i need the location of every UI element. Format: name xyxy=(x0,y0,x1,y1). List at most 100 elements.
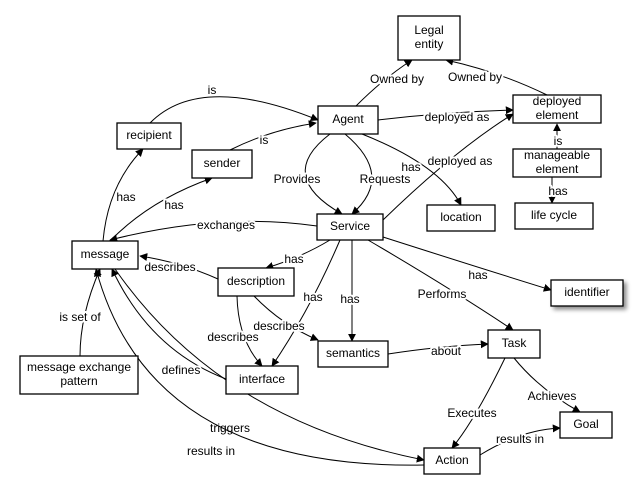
node-sender[interactable]: sender xyxy=(191,149,253,179)
node-identifier[interactable]: identifier xyxy=(550,279,624,307)
edge-line xyxy=(304,133,343,215)
edge-label: describes xyxy=(253,319,304,333)
edge-label: describes xyxy=(144,260,195,274)
edge-line xyxy=(382,113,514,221)
node-action[interactable]: Action xyxy=(423,447,481,475)
edge-label: results in xyxy=(187,444,235,458)
edge-label: describes xyxy=(207,330,258,344)
node-goal[interactable]: Goal xyxy=(559,411,613,439)
node-label: description xyxy=(227,274,285,288)
edge-service-performs-task: Performs xyxy=(367,239,514,331)
edge-line xyxy=(236,295,263,367)
edge-label: has xyxy=(340,292,359,306)
edge-message-has-sender: has xyxy=(109,176,213,242)
edge-line xyxy=(344,133,373,215)
node-interface[interactable]: interface xyxy=(225,365,299,395)
edge-line xyxy=(451,357,506,449)
edge-task-achieves-goal: Achieves xyxy=(513,357,581,413)
node-label: Service xyxy=(330,219,370,233)
edge-line xyxy=(229,120,317,151)
node-recipient[interactable]: recipient xyxy=(116,122,182,150)
node-box xyxy=(317,340,389,368)
edge-line xyxy=(253,295,319,341)
edge-agent-deployed-as-deployed-element: deployed as xyxy=(377,106,514,126)
node-label: sender xyxy=(204,156,241,170)
node-box xyxy=(426,204,496,232)
edge-label: Owned by xyxy=(370,72,424,86)
edge-label: has xyxy=(303,290,322,304)
node-location[interactable]: location xyxy=(426,204,496,232)
edge-line xyxy=(479,424,561,456)
node-box xyxy=(19,355,139,395)
node-label: location xyxy=(440,210,481,224)
node-message[interactable]: message xyxy=(71,240,139,270)
edge-label: is set of xyxy=(59,310,101,324)
edge-deployed-element-owned-by-legal-entity: Owned by xyxy=(445,57,548,96)
edge-line xyxy=(139,253,219,280)
node-label: element xyxy=(536,162,579,176)
node-box xyxy=(191,149,253,179)
node-box xyxy=(316,213,384,241)
edge-line xyxy=(387,340,489,355)
node-box xyxy=(550,279,624,307)
node-box xyxy=(317,105,379,135)
node-service[interactable]: Service xyxy=(316,213,384,241)
node-label: pattern xyxy=(60,374,97,388)
edge-label: has xyxy=(164,198,183,212)
edge-label: is xyxy=(208,83,217,97)
edge-line xyxy=(79,268,101,357)
node-agent[interactable]: Agent xyxy=(317,105,379,135)
node-box xyxy=(559,411,613,439)
node-label: life cycle xyxy=(531,208,577,222)
edge-label: has xyxy=(468,268,487,282)
node-label: Goal xyxy=(573,417,598,431)
edge-service-has-identifier: has xyxy=(382,236,552,292)
edge-label: is xyxy=(554,134,563,148)
edge-service-has-interface: has xyxy=(271,239,341,367)
edge-label: Performs xyxy=(418,287,467,301)
edge-line xyxy=(94,268,425,466)
node-label: message exchange xyxy=(27,360,131,374)
edge-action-results-in-goal: results in xyxy=(479,424,561,456)
node-description[interactable]: description xyxy=(217,267,295,297)
edge-label: has xyxy=(116,190,135,204)
edge-manageable-element-has-life-cycle: has xyxy=(546,177,570,204)
edge-line xyxy=(271,239,341,367)
edge-agent-owned-by-legal-entity: Owned by xyxy=(355,59,426,107)
node-label: message xyxy=(81,247,130,261)
node-box xyxy=(397,15,461,61)
edge-service-has-semantics: has xyxy=(338,240,362,342)
node-life-cycle[interactable]: life cycle xyxy=(514,202,594,230)
edge-line xyxy=(382,236,552,292)
node-box xyxy=(512,148,602,178)
edge-label: has xyxy=(548,184,567,198)
node-box xyxy=(487,329,541,359)
node-task[interactable]: Task xyxy=(487,329,541,359)
edge-label: Achieves xyxy=(528,389,577,403)
edge-label: triggers xyxy=(210,421,250,435)
edge-label: has xyxy=(284,252,303,266)
node-label: recipient xyxy=(126,128,172,142)
edge-line xyxy=(367,239,514,331)
edge-service-has-description: has xyxy=(265,239,331,270)
node-label: identifier xyxy=(564,285,609,299)
edge-description-describes-message: describes xyxy=(139,253,219,280)
edge-line xyxy=(513,357,581,413)
node-semantics[interactable]: semantics xyxy=(317,340,389,368)
node-label: Task xyxy=(502,336,528,350)
edge-line xyxy=(149,96,319,124)
node-box xyxy=(512,94,602,124)
edge-message-exchange-pattern-is-set-of-message: is set of xyxy=(57,268,103,357)
node-box xyxy=(514,202,594,230)
edge-recipient-is-agent: is xyxy=(149,81,319,124)
edge-message-has-recipient: has xyxy=(102,148,144,242)
node-label: element xyxy=(536,108,579,122)
edge-label: has xyxy=(401,160,420,174)
